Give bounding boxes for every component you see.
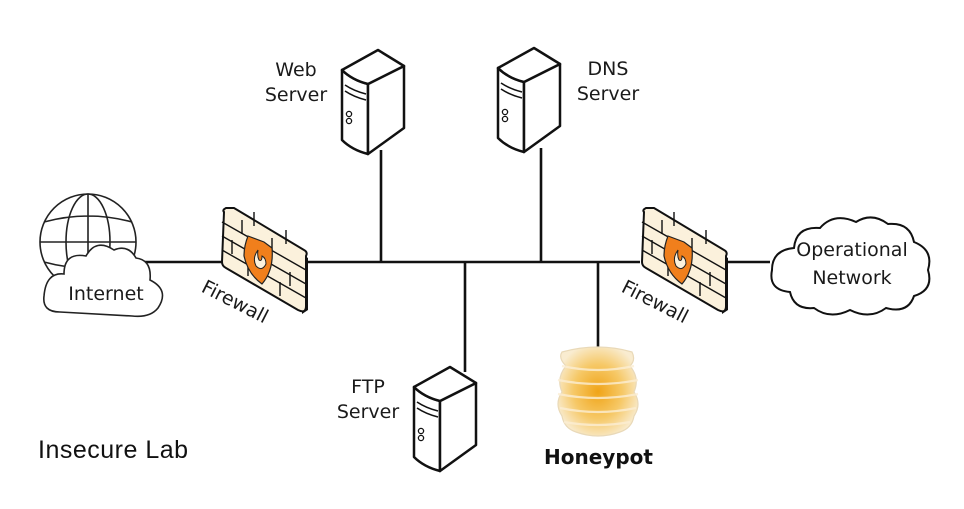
operational-network-label-line2: Network — [812, 267, 892, 289]
dns-server-icon — [496, 46, 562, 154]
operational-network-label: Operational Network — [782, 236, 922, 292]
operational-network-cloud-icon — [770, 216, 931, 316]
web-server-label: Web Server — [262, 58, 330, 108]
cloud-icon — [43, 244, 164, 318]
dns-server-label: DNS Server — [572, 57, 644, 107]
ftp-server-icon — [412, 365, 478, 473]
honeypot-icon — [557, 346, 639, 437]
ftp-server-label-line1: FTP — [351, 376, 385, 398]
ftp-server-label-line2: Server — [336, 401, 400, 423]
dns-server-label-line2: Server — [576, 83, 640, 105]
internet-node — [39, 193, 164, 318]
ftp-server-label: FTP Server — [332, 375, 404, 425]
web-server-icon — [340, 48, 406, 156]
internet-label: Internet — [68, 283, 144, 305]
diagram-title: Insecure Lab — [38, 436, 189, 464]
connection-lines — [140, 148, 770, 372]
web-server-label-line2: Server — [264, 84, 328, 106]
honeypot-label: Honeypot — [544, 445, 653, 469]
dns-server-label-line1: DNS — [587, 58, 629, 80]
web-server-label-line1: Web — [275, 59, 317, 81]
operational-network-label-line1: Operational — [796, 239, 908, 261]
